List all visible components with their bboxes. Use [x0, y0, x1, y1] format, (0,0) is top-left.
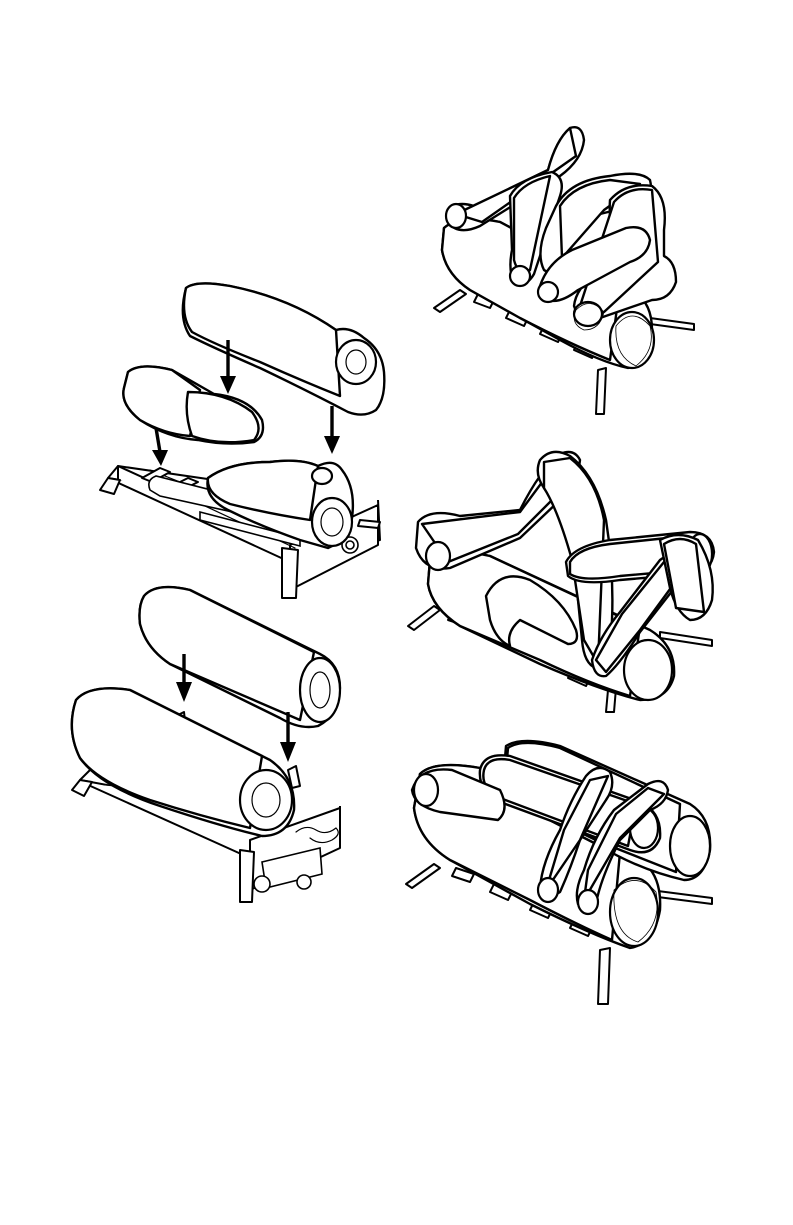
- arrangement-a-panel: [434, 127, 694, 414]
- arrangement-c-panel: [406, 741, 712, 1004]
- rear-left-log: [123, 366, 263, 443]
- top-front-log: [140, 587, 341, 727]
- step-2-panel: [72, 587, 340, 902]
- front-log: [72, 688, 294, 836]
- arrangement-b-panel: [408, 452, 714, 712]
- step-1-panel: [100, 283, 384, 598]
- down-arrow-2: [324, 406, 340, 454]
